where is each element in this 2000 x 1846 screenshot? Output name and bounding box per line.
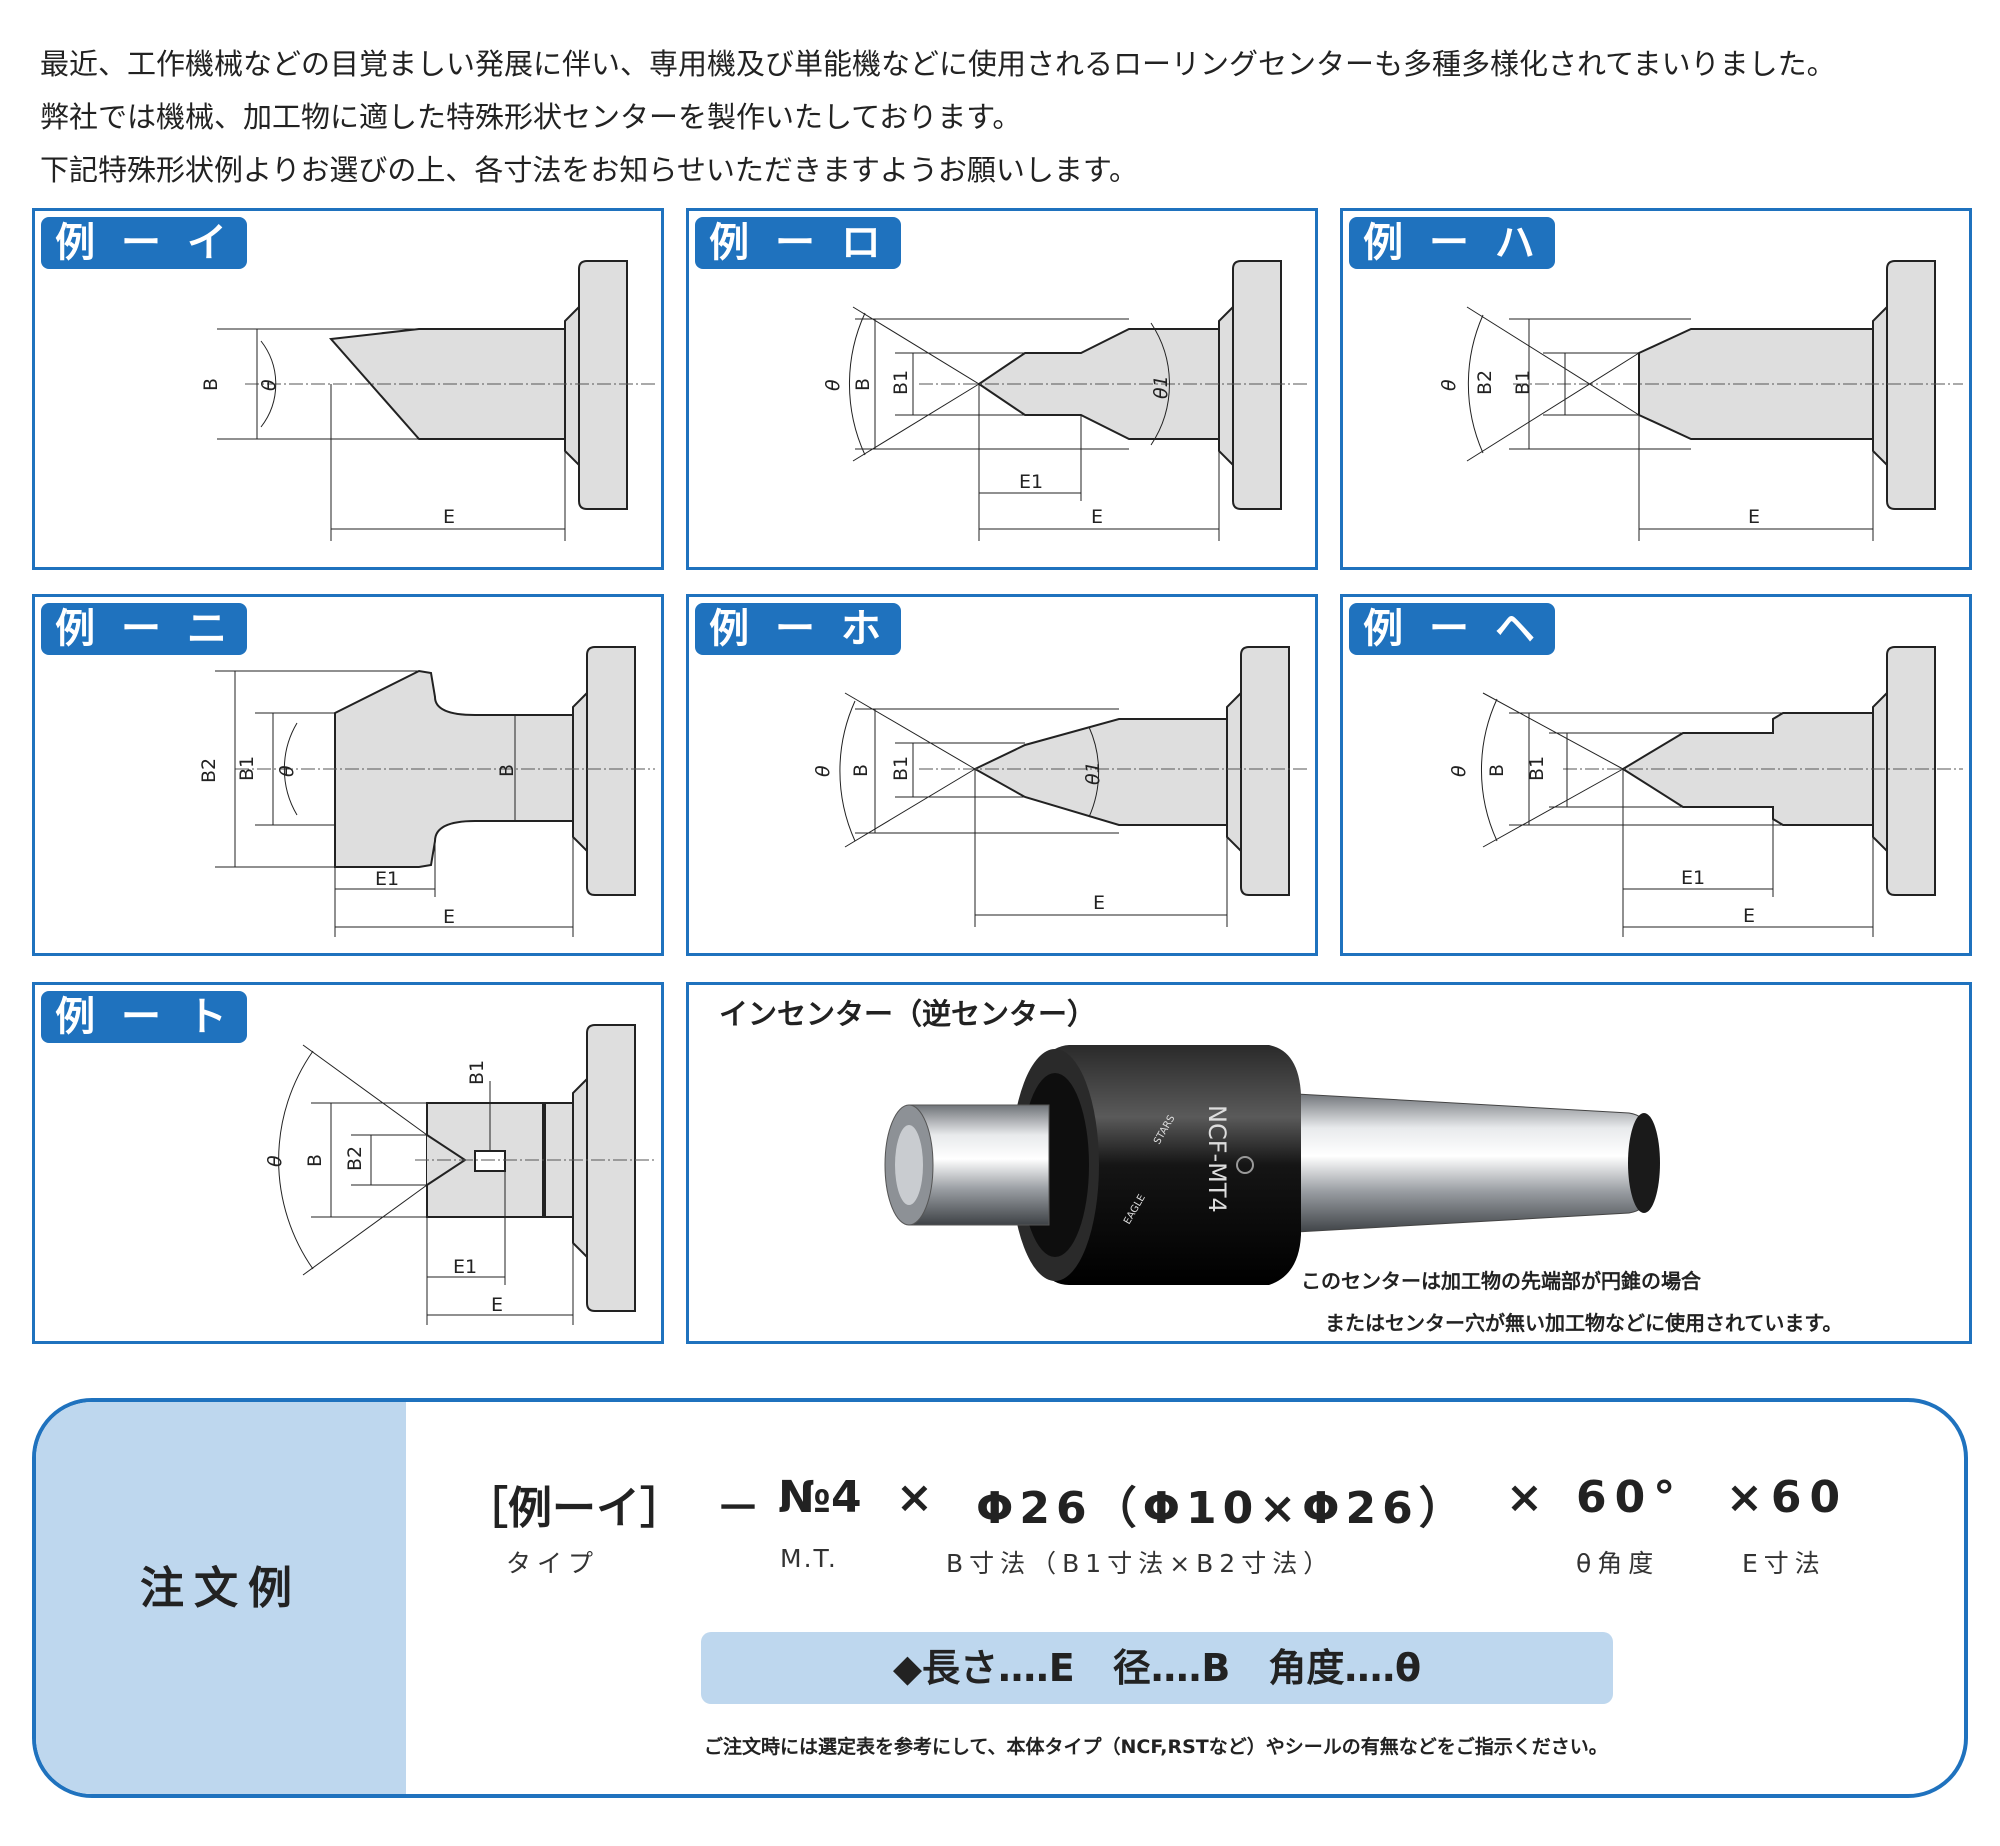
example-he-badge: 例 ー ヘ [1349, 603, 1555, 655]
example-ni-drawing: B2 B1 θ B E1 E [198, 646, 655, 937]
dim-b: B [1486, 764, 1508, 777]
dim-e1: E1 [1019, 471, 1043, 493]
dim-theta: θ [258, 379, 280, 391]
incenter-note-2: またはセンター穴が無い加工物などに使用されています。 [1325, 1311, 1843, 1335]
dim-b: B [496, 764, 518, 777]
example-i-drawing: B θ E [200, 260, 655, 541]
example-ho-panel: 例 ー ホ θ B B1 θ1 E [686, 594, 1318, 956]
example-ho-drawing: θ B B1 θ1 E [812, 646, 1309, 927]
example-to-badge: 例 ー ト [41, 991, 247, 1043]
dim-b: B [304, 1154, 326, 1167]
dim-theta: θ [1448, 765, 1470, 777]
incenter-title: インセンター（逆センター） [719, 997, 1097, 1031]
order-diameter: Φ26（Φ10×Φ26） [976, 1483, 1469, 1534]
order-label: 注文例 [140, 1563, 302, 1614]
dim-e: E [491, 1294, 503, 1316]
dim-theta: θ [276, 765, 298, 777]
caption-length: E寸法 [1742, 1549, 1826, 1578]
dim-e: E [1748, 506, 1760, 528]
incenter-photo: NCF-MT4 EAGLE STARS [884, 1045, 1660, 1285]
order-times-1: × [896, 1472, 933, 1523]
dim-e: E [443, 906, 455, 928]
example-he-panel: 例 ー ヘ θ B B1 E1 E [1340, 594, 1972, 956]
incenter-print: NCF-MT4 [1203, 1105, 1231, 1213]
dim-b1: B1 [890, 370, 912, 395]
dim-theta: θ [264, 1155, 286, 1167]
dim-theta1: θ1 [1082, 761, 1104, 785]
dim-e: E [1743, 905, 1755, 927]
dim-b2: B2 [344, 1146, 366, 1171]
incenter-note-1: このセンターは加工物の先端部が円錐の場合 [1301, 1269, 1701, 1293]
incenter-panel: インセンター（逆センター） NCF-MT4 EAGLE [686, 982, 1972, 1344]
dim-theta: θ [1438, 379, 1460, 391]
order-times-2: × [1506, 1472, 1543, 1523]
dim-b1: B1 [1526, 756, 1548, 781]
order-length: ×60 [1726, 1472, 1849, 1523]
dim-theta1: θ1 [1150, 375, 1172, 399]
order-label-area [36, 1402, 406, 1794]
dim-b2: B2 [198, 758, 220, 783]
dim-e1: E1 [1681, 867, 1705, 889]
example-i-badge: 例 ー イ [41, 217, 247, 269]
example-ni-badge: 例 ー ニ [41, 603, 247, 655]
example-ro-drawing: θ B B1 θ1 E1 E [822, 260, 1309, 541]
example-ha-badge: 例 ー ハ [1349, 217, 1555, 269]
legend-box: ◆長さ‥‥E 径‥‥B 角度‥‥θ [701, 1632, 1613, 1704]
dim-b: B [852, 378, 874, 391]
intro-text: 最近、工作機械などの目覚ましい発展に伴い、専用機及び単能機などに使用されるローリ… [40, 38, 1836, 197]
example-he-drawing: θ B B1 E1 E [1448, 646, 1963, 937]
dim-e1: E1 [453, 1256, 477, 1278]
order-example-box: 注文例 ［例ーイ］ － №4 × Φ26（Φ10×Φ26） × 60° ×60 … [32, 1398, 1968, 1798]
dim-b: B [200, 378, 222, 391]
dim-b1: B1 [466, 1060, 488, 1085]
dim-b1: B1 [236, 756, 258, 781]
dim-e: E [1093, 892, 1105, 914]
intro-line-3: 下記特殊形状例よりお選びの上、各寸法をお知らせいただきますようお願いします。 [40, 153, 1138, 187]
example-ha-drawing: θ B2 B1 E [1438, 260, 1963, 541]
example-to-drawing: θ B B2 B1 E1 E [264, 1024, 655, 1325]
caption-type: タイプ [506, 1549, 600, 1578]
dim-b2: B2 [1474, 370, 1496, 395]
dim-e: E [1091, 506, 1103, 528]
example-ha-panel: 例 ー ハ θ B2 B1 E [1340, 208, 1972, 570]
order-angle: 60° [1576, 1472, 1684, 1523]
caption-diameter: B寸法（B1寸法×B2寸法） [946, 1549, 1335, 1578]
intro-line-2: 弊社では機械、加工物に適した特殊形状センターを製作いたしております。 [40, 100, 1022, 134]
dim-b: B [850, 764, 872, 777]
dim-b1: B1 [1512, 370, 1534, 395]
dim-e1: E1 [375, 868, 399, 890]
example-ni-panel: 例 ー ニ B2 B1 θ B E1 E [32, 594, 664, 956]
intro-line-1: 最近、工作機械などの目覚ましい発展に伴い、専用機及び単能機などに使用されるローリ… [40, 47, 1836, 81]
order-note: ご注文時には選定表を参考にして、本体タイプ（NCF,RSTなど）やシールの有無な… [704, 1736, 1608, 1758]
example-ro-panel: 例 ー ロ θ B B1 θ1 E1 E [686, 208, 1318, 570]
order-dash: － [716, 1483, 760, 1534]
example-ho-badge: 例 ー ホ [695, 603, 901, 655]
dim-theta: θ [812, 765, 834, 777]
caption-mt: M.T. [780, 1544, 838, 1573]
example-ro-badge: 例 ー ロ [695, 217, 901, 269]
caption-angle: θ角度 [1576, 1549, 1660, 1578]
order-mt: №4 [778, 1472, 862, 1523]
order-type: ［例ーイ］ [464, 1483, 684, 1534]
dim-e: E [443, 506, 455, 528]
dim-b1: B1 [890, 756, 912, 781]
dim-theta: θ [822, 379, 844, 391]
example-i-panel: 例 ー イ B θ E [32, 208, 664, 570]
example-to-panel: 例 ー ト θ B B2 B1 E1 E [32, 982, 664, 1344]
